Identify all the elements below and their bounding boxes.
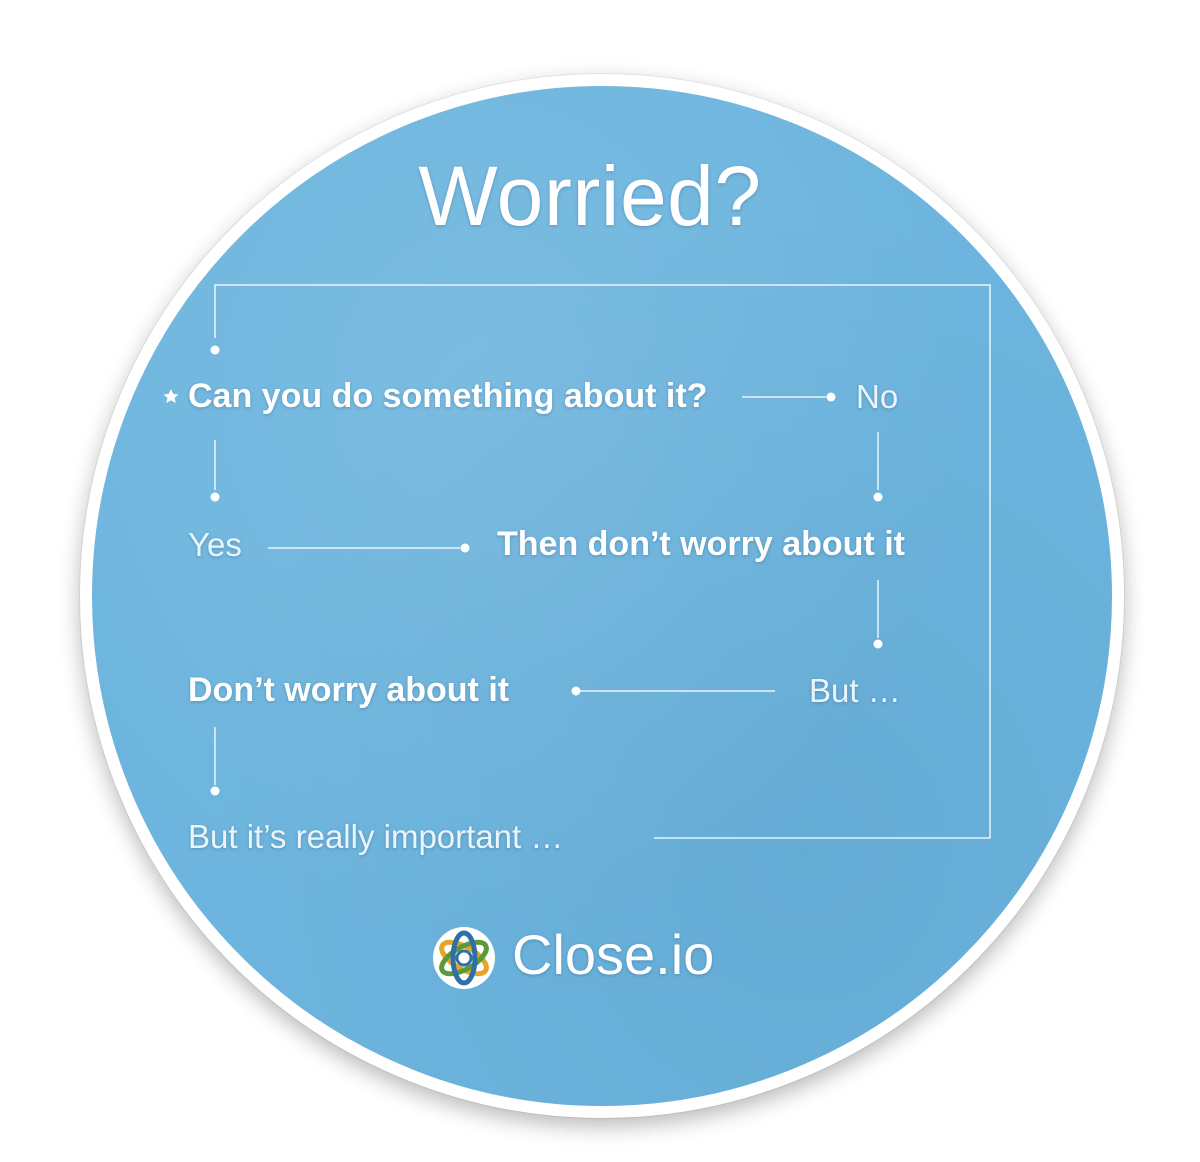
page-title: Worried? — [418, 149, 762, 243]
but-important-node: But it’s really important … — [188, 818, 564, 855]
dot-no — [826, 392, 836, 402]
but-node: But … — [809, 672, 901, 709]
logo-text: Close.io — [512, 923, 715, 986]
atom-orbit-icon — [433, 927, 495, 989]
yes-node: Yes — [188, 526, 242, 563]
dot-important — [210, 786, 220, 796]
question-node: Can you do something about it? — [188, 377, 708, 415]
dot-but — [873, 639, 883, 649]
dot-dontworry — [571, 686, 581, 696]
dot-then-from-yes — [460, 543, 470, 553]
start-star-icon — [163, 389, 179, 403]
dot-then-from-no — [873, 492, 883, 502]
loop-connector — [214, 284, 991, 839]
dot-start — [210, 345, 220, 355]
dot-yes — [210, 492, 220, 502]
dont-worry-node: Don’t worry about it — [188, 671, 510, 709]
then-dont-worry-node: Then don’t worry about it — [497, 525, 905, 563]
no-node: No — [856, 378, 899, 415]
